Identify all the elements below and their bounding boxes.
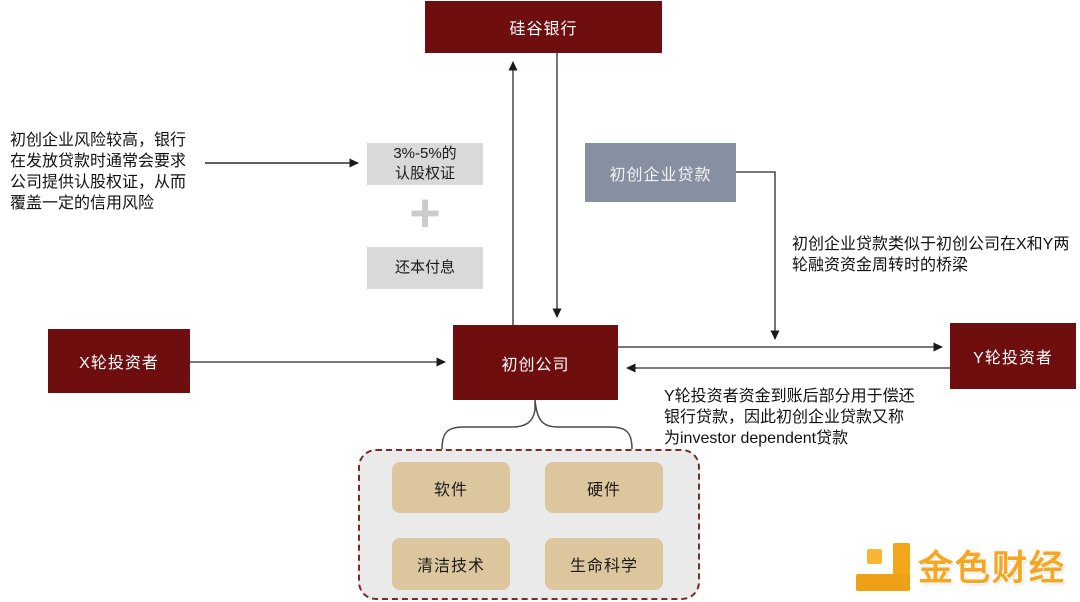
arrow-loan-to-bridge [736, 171, 780, 340]
box-silicon-valley-bank: 硅谷银行 [425, 1, 662, 53]
box-startup-company: 初创公司 [453, 325, 618, 400]
box-startup-loan: 初创企业贷款 [585, 143, 736, 202]
jinse-logo-icon [856, 541, 910, 591]
note-bridge: 初创企业贷款类似于初创公司在X和Y两 轮融资资金周转时的桥梁 [792, 236, 1070, 274]
logo-bar-bottom [856, 573, 910, 591]
box-warrant: 3%-5%的 认股权证 [367, 143, 483, 185]
brace-company-to-sectors [441, 399, 633, 450]
note-investor-dependent: Y轮投资者资金到账后部分用于偿还 银行贷款，因此初创企业贷款又称 为invest… [664, 388, 915, 447]
note-credit-risk: 初创企业风险较高，银行 在发放贷款时通常会要求 公司提供认股权证，从而 覆盖一定… [10, 132, 187, 212]
box-sector-lifescience: 生命科学 [545, 538, 663, 590]
x-investor-label: X轮投资者 [79, 355, 159, 372]
plus-icon: + [409, 183, 441, 243]
company-label: 初创公司 [501, 356, 570, 374]
box-sector-hardware: 硬件 [545, 462, 663, 513]
y-investor-label: Y轮投资者 [973, 350, 1053, 367]
box-sector-cleantech: 清洁技术 [392, 538, 510, 590]
bank-label: 硅谷银行 [509, 21, 578, 38]
jinse-logo: 金色财经 [856, 540, 1066, 591]
box-x-round-investor: X轮投资者 [48, 329, 190, 393]
box-repay-principal-interest: 还本付息 [367, 247, 483, 289]
jinse-logo-text: 金色财经 [918, 549, 1067, 588]
box-y-round-investor: Y轮投资者 [950, 323, 1076, 389]
box-sector-software: 软件 [392, 462, 510, 513]
logo-dot [867, 548, 882, 564]
startup-loan-label: 初创企业贷款 [609, 166, 712, 184]
